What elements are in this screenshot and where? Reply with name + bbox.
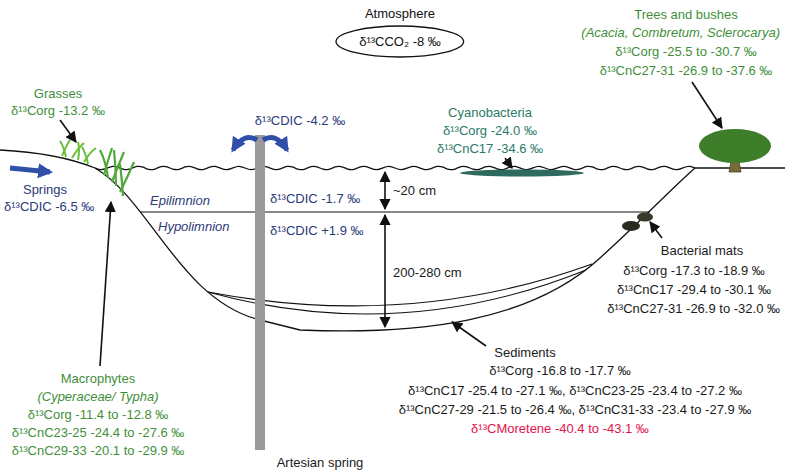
annotation-label: δ¹³Corg -24.0 ‰	[443, 123, 537, 138]
node-heading: Atmosphere	[335, 6, 465, 25]
annotation-label: ~20 cm	[393, 183, 436, 198]
annotation-label: Bacterial mats	[661, 243, 743, 258]
annotation-label: (Acacia, Combretum, Sclerocarya)	[581, 25, 780, 40]
annotation-label: 200-280 cm	[393, 265, 462, 280]
annotation-label: δ¹³CDIC -4.2 ‰	[255, 113, 345, 128]
annotation-label: δ¹³CDIC +1.9 ‰	[270, 223, 364, 238]
outflow-arrow	[233, 138, 257, 150]
annotation-label: δ¹³Corg -25.5 to -30.7 ‰	[615, 44, 757, 59]
artesian-pipe	[255, 135, 265, 450]
annotation-label: δ¹³Corg -11.4 to -12.8 ‰	[28, 407, 169, 422]
annotation-label: δ¹³Corg -17.3 to -18.9 ‰	[623, 263, 765, 278]
cyanobacteria-mat	[460, 170, 584, 177]
annotation-label: Macrophytes	[61, 371, 135, 386]
leader-arrow	[100, 202, 111, 366]
bacterial-mat	[622, 221, 640, 231]
annotation-label: δ¹³CMoretene -40.4 to -43.1 ‰	[471, 421, 649, 436]
spring-inflow-arrow	[10, 168, 50, 172]
annotation-label: δ¹³CDIC -6.5 ‰	[4, 199, 94, 214]
annotation-label: δ¹³CnC17 -25.4 to -27.1 ‰, δ¹³CnC23-25 -…	[408, 383, 742, 398]
annotation-label: Cyanobacteria	[448, 105, 532, 120]
leader-arrow	[60, 120, 76, 142]
ellipse-shape	[336, 26, 464, 57]
tree-canopy	[699, 129, 771, 163]
leader-arrow	[505, 158, 512, 168]
annotation-label: δ¹³CnC27-31 -26.9 to -32.0 ‰	[607, 301, 780, 316]
depth-arrow	[384, 215, 386, 327]
leader-arrow	[452, 322, 486, 346]
annotation-label: Grasses	[34, 86, 82, 101]
thermocline-line	[140, 211, 650, 212]
annotation-label: Sediments	[494, 345, 555, 360]
outflow-arrow	[263, 138, 287, 150]
annotation-label: Springs	[23, 182, 67, 197]
annotation-label: δ¹³CnC17 -29.4 to -30.1 ‰	[617, 282, 771, 297]
annotation-label: δ¹³CnC17 -34.6 ‰	[437, 141, 543, 156]
atmosphere-ellipse: Atmosphere δ¹³CCO₂ -8 ‰	[335, 6, 465, 58]
lake-basin	[95, 168, 695, 331]
annotation-label: Artesian spring	[277, 455, 364, 470]
node-body: δ¹³CCO₂ -8 ‰	[335, 25, 465, 58]
annotation-label: δ¹³Corg -13.2 ‰	[11, 103, 105, 118]
water-surface	[95, 166, 695, 169]
annotation-label: δ¹³Corg -16.8 to -17.7 ‰	[489, 363, 631, 378]
annotation-label: δ¹³CnC29-33 -20.1 to -29.9 ‰	[12, 443, 185, 458]
annotation-label: δ¹³CDIC -1.7 ‰	[270, 191, 360, 206]
node-text: δ¹³CCO₂ -8 ‰	[359, 34, 441, 49]
sediment-layer	[208, 264, 592, 306]
leader-arrow	[650, 222, 662, 238]
leader-arrow	[692, 82, 722, 128]
ground-line	[0, 150, 95, 168]
annotation-label: δ¹³CnC23-25 -24.4 to -27.6 ‰	[12, 425, 185, 440]
grass	[60, 140, 96, 164]
annotation-label: (Cyperaceae/ Typha)	[37, 389, 158, 404]
bacterial-mat	[637, 213, 653, 222]
annotation-label: Hypolimnion	[158, 219, 230, 234]
depth-arrow	[384, 172, 386, 209]
annotation-label: Epilimnion	[150, 193, 210, 208]
annotation-label: δ¹³CnC27-29 -21.5 to -26.4 ‰, δ¹³CnC31-3…	[399, 402, 752, 417]
macrophytes	[100, 148, 134, 196]
annotation-label: Trees and bushes	[634, 7, 738, 22]
annotation-label: δ¹³CnC27-31 -26.9 to -37.6 ‰	[600, 63, 773, 78]
